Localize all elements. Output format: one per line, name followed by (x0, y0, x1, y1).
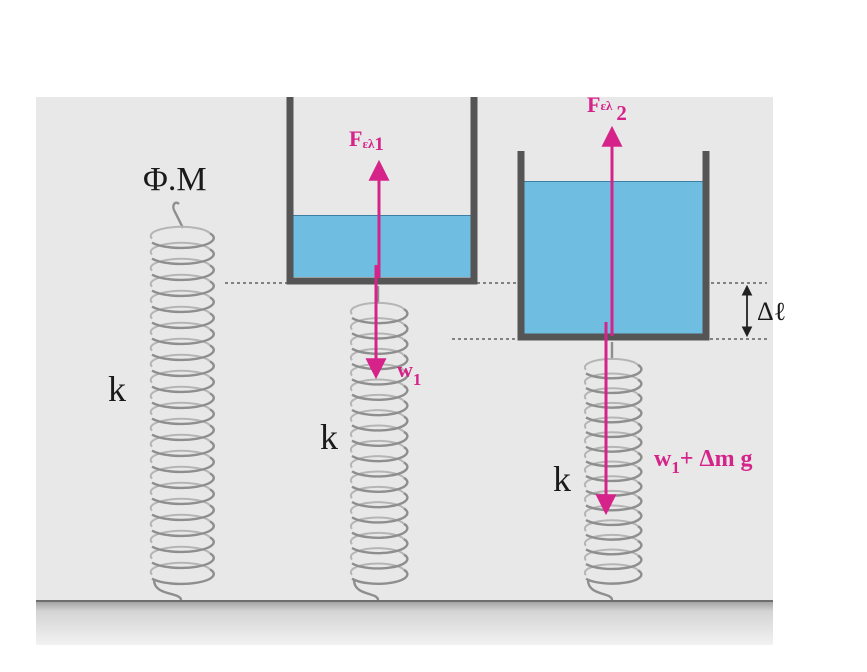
spring-coil-front (585, 407, 643, 424)
fel2-main: F (587, 92, 600, 117)
spring-coil-front (585, 422, 643, 439)
spring-coil-front (351, 492, 409, 509)
spring-coil-front (351, 415, 409, 432)
w1-main: w (397, 357, 413, 382)
spring-coil-front (585, 481, 643, 497)
spring-coil-front (151, 568, 215, 586)
spring-loaded-2 (583, 342, 643, 601)
spring-coil-front (151, 456, 215, 474)
spring-coil-front (151, 440, 215, 458)
spring-coil-front (585, 393, 643, 409)
spring-lead-bottom (352, 579, 380, 601)
spring-coil-front (151, 520, 215, 538)
spring-coil-front (351, 354, 409, 371)
spring-coil-front (151, 376, 215, 394)
fel1-sub: ελ (362, 136, 375, 151)
spring-coil-front (151, 296, 215, 314)
spring-lead-top (172, 201, 185, 229)
spring-coil-front (585, 495, 643, 512)
spring-coil-front (585, 451, 643, 468)
weight-label-w1: w1 (397, 357, 421, 389)
spring-unloaded (149, 201, 215, 601)
spring-coil-back (349, 301, 405, 315)
spring-coil-front (585, 569, 643, 585)
scale-label-phm: Φ.Μ (143, 161, 207, 198)
spring-coil-back (149, 225, 211, 240)
spring-coil-front (351, 568, 409, 585)
spring-coil-front (351, 461, 409, 478)
spring-coil-front (151, 312, 215, 330)
spring-constant-label-1: k (108, 369, 126, 409)
force-label-fel1: Fελ1 (349, 126, 384, 155)
spring-coil-front (151, 392, 215, 410)
spring-loaded-1 (349, 286, 409, 601)
spring-coil-front (151, 264, 215, 282)
spring-coil-front (585, 539, 643, 556)
container-1 (286, 97, 478, 285)
spring-coil-front (151, 424, 215, 442)
spring-coil-front (585, 554, 643, 571)
spring-coil-front (351, 323, 409, 340)
w1dm-rest: + Δm g (680, 446, 753, 472)
fel2-idx: 2 (616, 101, 627, 125)
container-walls-2 (517, 151, 710, 341)
spring-coil-front (585, 363, 643, 380)
spring-constant-label-2: k (320, 417, 338, 457)
spring-coil-front (151, 408, 215, 426)
spring-coil-front (151, 328, 215, 346)
spring-coil-front (585, 437, 643, 453)
spring-constant-label-3: k (553, 459, 571, 499)
container-walls-1 (286, 97, 478, 285)
fel1-main: F (349, 126, 362, 151)
spring-coil-front (585, 525, 643, 541)
water-1 (293, 215, 471, 277)
spring-coil-front (351, 538, 409, 555)
spring-coil-front (151, 504, 215, 522)
spring-coil-front (585, 510, 643, 527)
spring-coil-front (151, 360, 215, 378)
spring-coil-front (585, 466, 643, 483)
spring-coil-front (351, 308, 409, 325)
spring-coil-front (151, 488, 215, 506)
w1dm-idx: 1 (671, 458, 680, 477)
fel1-idx: 1 (374, 134, 384, 155)
spring-coil-front (151, 552, 215, 570)
spring-coil-front (351, 476, 409, 493)
spring-coil-front (151, 536, 215, 554)
spring-coil-front (151, 248, 215, 266)
spring-coil-front (351, 522, 409, 539)
spring-coil-front (151, 472, 215, 490)
w1dm-w: w (654, 446, 672, 472)
delta-l-label: Δℓ (757, 297, 786, 326)
spring-coil-front (351, 553, 409, 570)
weight-label-w1-dm-g: w1+ Δm g (654, 446, 753, 477)
spring-coil-front (351, 430, 409, 447)
w1-idx: 1 (413, 370, 422, 389)
spring-lead-bottom (586, 579, 614, 601)
spring-coil-front (351, 446, 409, 463)
spring-coil-front (351, 369, 409, 386)
spring-coil-back (583, 357, 639, 371)
ground-surface (36, 600, 773, 645)
spring-coil-front (151, 280, 215, 298)
spring-coil-front (351, 400, 409, 417)
spring-coil-front (151, 344, 215, 362)
fel2-sub: ελ (600, 98, 613, 113)
spring-coil-front (351, 507, 409, 524)
spring-coil-front (351, 384, 409, 401)
spring-coil-front (585, 378, 643, 395)
spring-coil-front (151, 232, 215, 250)
spring-lead-bottom (152, 579, 183, 601)
spring-coil-front (351, 338, 409, 355)
